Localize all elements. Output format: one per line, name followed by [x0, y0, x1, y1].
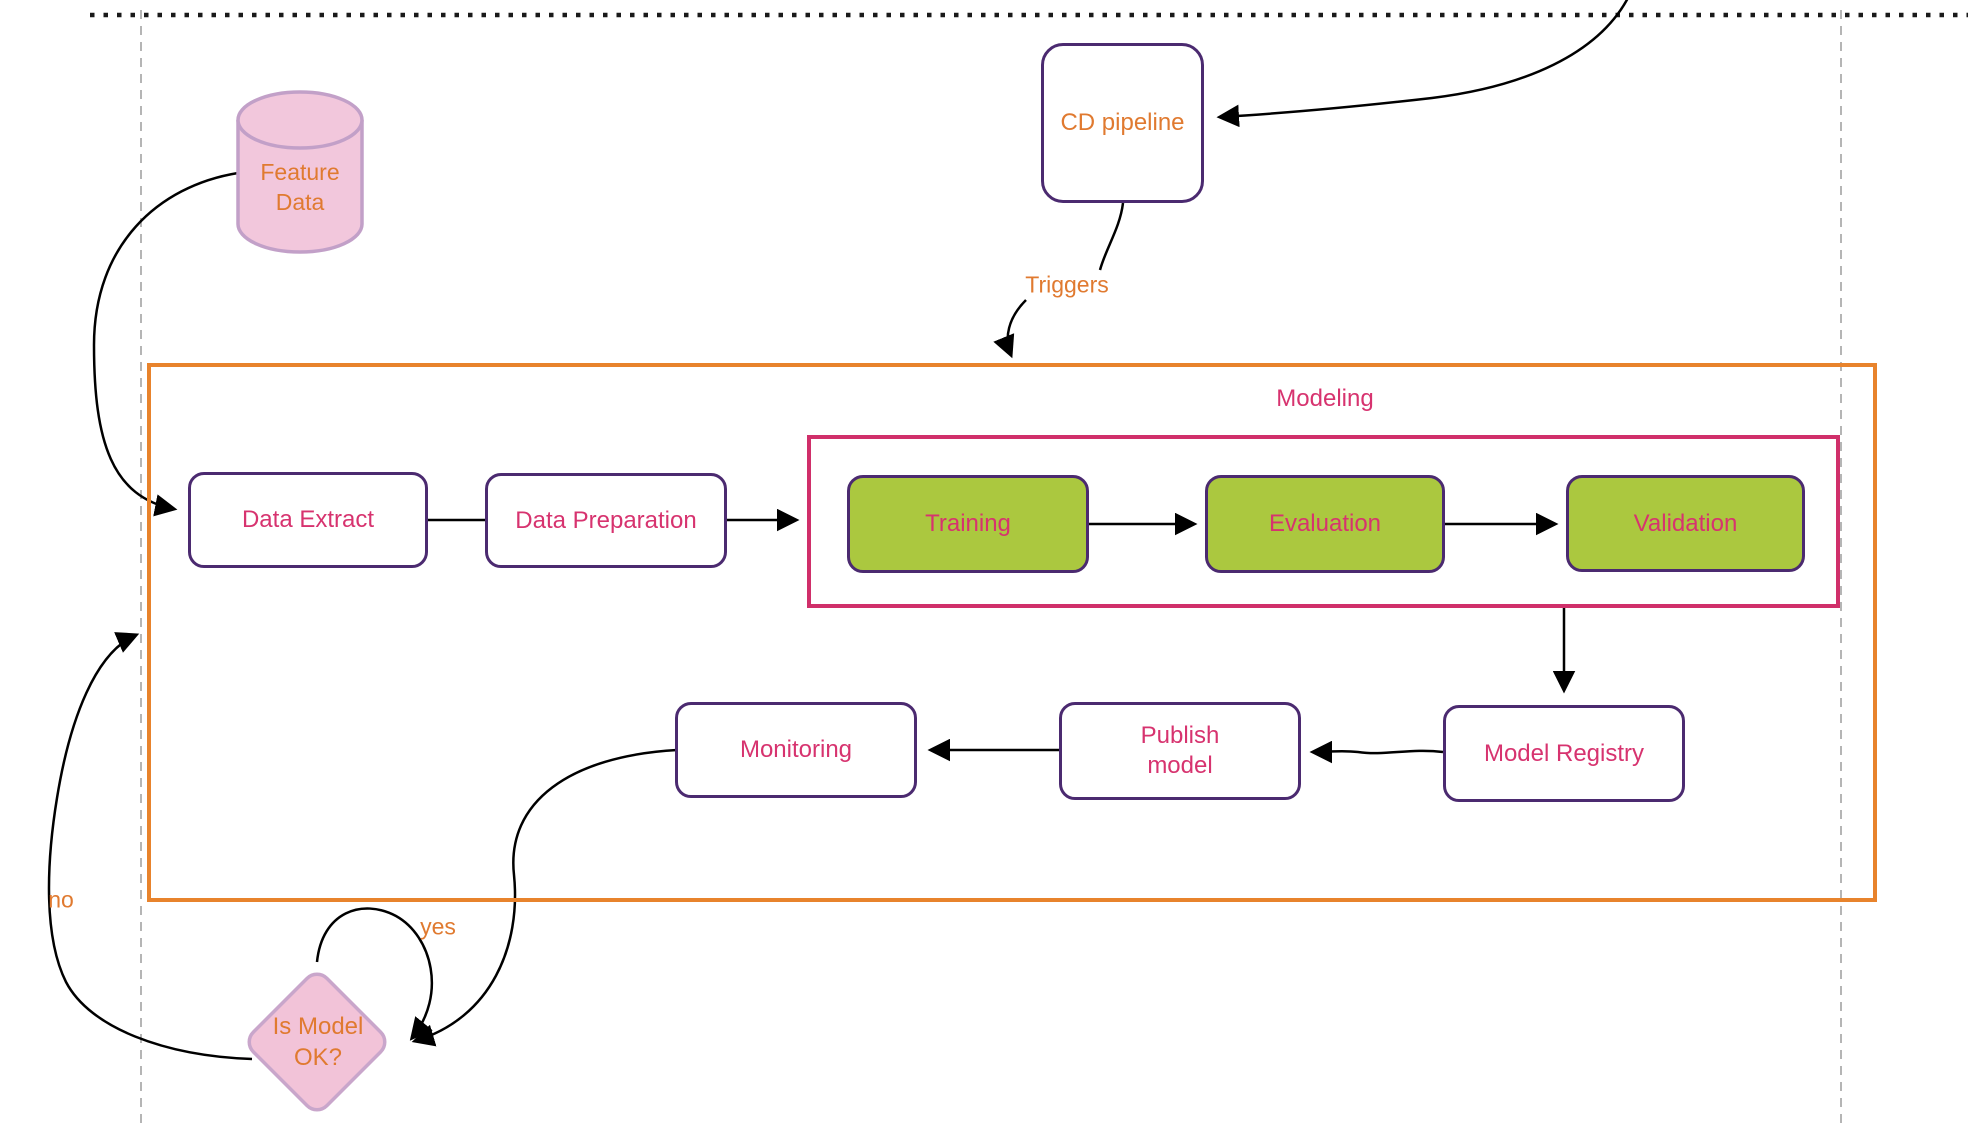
publish-model-node[interactable]: Publish model [1059, 702, 1301, 800]
feature-data-node[interactable] [236, 90, 364, 254]
monitoring-node[interactable]: Monitoring [675, 702, 917, 798]
yes-edge-label: yes [420, 913, 456, 940]
evaluation-label: Evaluation [1268, 510, 1382, 537]
monitoring-label: Monitoring [739, 736, 853, 763]
data-preparation-node[interactable]: Data Preparation [485, 473, 727, 568]
data-extract-node[interactable]: Data Extract [188, 472, 428, 568]
edge-into-cd-pipeline [1216, 0, 1629, 128]
data-preparation-label: Data Preparation [515, 506, 697, 534]
edge-cd-pipeline-to-triggers [1098, 202, 1125, 271]
modeling-group-label: Modeling [1276, 385, 1374, 412]
training-label: Training [925, 510, 1011, 537]
cd-pipeline-node[interactable]: CD pipeline [1041, 43, 1204, 203]
edge-monitoring-to-is-model-ok [411, 748, 678, 1047]
training-node[interactable]: Training [847, 475, 1089, 573]
edge-feature-data-to-data-extract [92, 171, 239, 517]
edge-model-registry-to-publish-model [1309, 740, 1444, 764]
cd-pipeline-label: CD pipeline [1060, 109, 1185, 136]
edge-yes-loop [315, 907, 434, 1041]
validation-node[interactable]: Validation [1566, 475, 1805, 572]
validation-label: Validation [1633, 509, 1738, 537]
publish-model-label: Publish model [1140, 722, 1220, 779]
cylinder-top [236, 90, 364, 150]
pipeline-group-box[interactable] [147, 363, 1877, 902]
is-model-ok-label: Is Model OK? [272, 1012, 364, 1071]
edge-no-to-pipeline-box [47, 632, 253, 1061]
modeling-group-box[interactable] [807, 435, 1840, 608]
evaluation-node[interactable]: Evaluation [1205, 475, 1445, 573]
model-registry-node[interactable]: Model Registry [1443, 705, 1685, 802]
no-edge-label: no [48, 886, 74, 913]
edge-triggers-to-pipeline-box [993, 299, 1027, 359]
data-extract-label: Data Extract [241, 506, 375, 533]
cylinder-body [236, 120, 364, 254]
feature-data-label: Feature Data [260, 159, 340, 215]
is-model-ok-node[interactable] [243, 968, 390, 1115]
triggers-edge-label: Triggers [1025, 271, 1109, 298]
model-registry-label: Model Registry [1483, 739, 1645, 767]
